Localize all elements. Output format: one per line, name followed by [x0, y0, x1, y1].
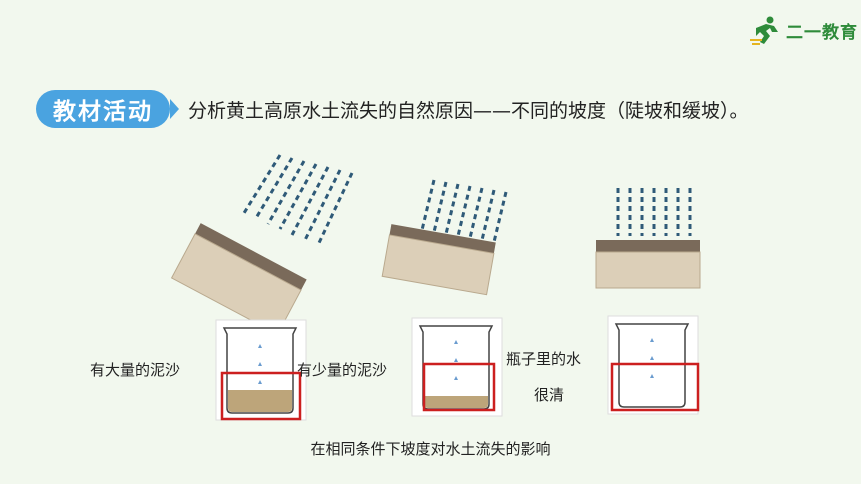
beaker-steep [215, 319, 307, 421]
logo [750, 16, 778, 45]
label-steep-result: 有大量的泥沙 [90, 361, 181, 379]
beaker-gentle [411, 317, 503, 417]
steep-rain [242, 154, 354, 246]
figure-caption: 在相同条件下坡度对水土流失的影响 [310, 440, 551, 458]
activity-heading: 分析黄土高原水土流失的自然原因——不同的坡度（陡坡和缓坡）。 [188, 100, 749, 122]
flat-ground [595, 240, 701, 289]
steep-slope [170, 223, 307, 335]
label-flat-result-line2: 很清 [534, 386, 565, 404]
gentle-slope [381, 224, 496, 296]
runner-icon [750, 16, 778, 45]
flat-rain [616, 188, 692, 236]
tag-pointer [170, 99, 179, 119]
beaker-flat [607, 315, 700, 415]
label-gentle-result: 有少量的泥沙 [297, 361, 388, 379]
logo-text: 二一教育 [786, 23, 858, 43]
label-flat-result-line1: 瓶子里的水 [506, 350, 582, 368]
activity-tag: 教材活动 [36, 90, 170, 128]
